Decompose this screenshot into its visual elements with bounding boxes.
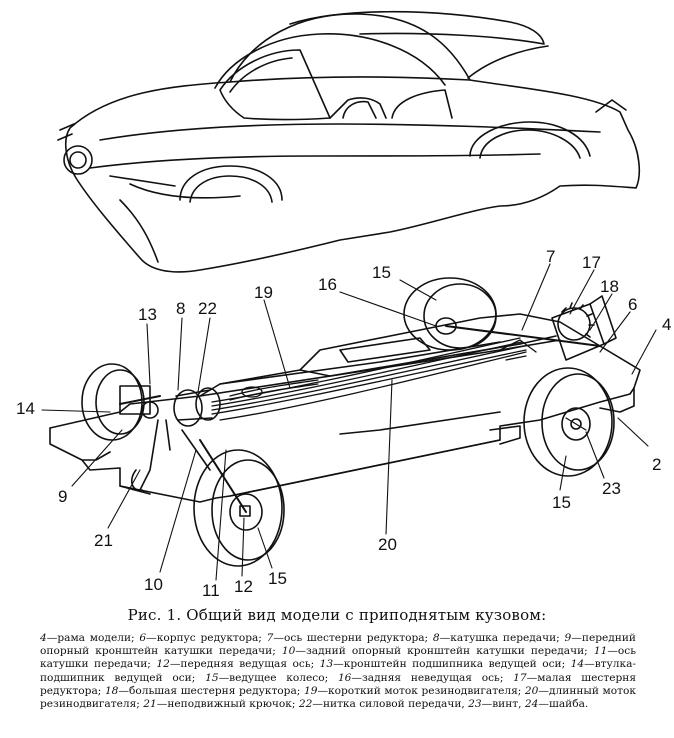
legend-item: 7—ось шестерни редуктора; [267,632,433,644]
label-16: 16 [318,275,337,294]
model-figure: 13 8 22 19 16 15 7 17 18 6 4 14 9 21 10 … [16,10,671,600]
legend-text: —ось шестерни редуктора; [273,632,433,644]
legend-text: —кронштейн подшипника ведущей оси; [333,658,571,671]
legend-item: 18—большая шестерня редуктора; [105,685,304,697]
legend-text: —нитка силовой передачи, [312,698,469,711]
label-6: 6 [628,295,637,314]
wheel-front-left [193,449,285,567]
legend-item: 22—нитка силовой передачи, [299,698,468,710]
rubber-motor [211,337,537,421]
label-10: 10 [144,575,163,594]
legend-item: 9—передний опорный кронштейн катушки пер… [40,632,636,657]
gearbox [519,295,617,361]
label-15-rear: 15 [372,263,391,282]
label-4: 4 [662,315,671,334]
legend-number: 23 [468,698,482,711]
legend-text: —длинный моток резинодвигателя; [40,684,637,711]
legend-number: 22 [298,698,313,711]
label-22: 22 [198,299,217,318]
legend-text: —задняя неведущая ось; [351,671,514,684]
wheel-front-right [523,367,615,477]
label-7: 7 [546,247,555,266]
legend-text: —катушка передачи; [439,632,565,644]
legend-item: 19—короткий моток резинодвигателя; [304,685,525,697]
legend-text: —неподвижный крючок; [156,698,299,711]
legend-number: 18 [104,684,119,697]
legend-text: —задний опорный кронштейн катушки переда… [295,645,594,658]
part-labels: 13 8 22 19 16 15 7 17 18 6 4 14 9 21 10 … [16,247,671,600]
legend-item: 15—ведущее колесо; [205,672,338,684]
legend-text: —короткий моток резинодвигателя; [317,684,525,697]
legend-text: —передняя ведущая ось; [169,658,320,671]
wheel-rear-left [81,363,145,441]
legend-item: 17—малая шестерня редуктора; [40,672,636,697]
legend-number: 8 [432,632,440,644]
legend-item: 16—задняя неведущая ось; [338,672,513,684]
label-21: 21 [94,531,113,550]
legend-item: 23—винт, [468,698,525,710]
legend-item: 10—задний опорный кронштейн катушки пере… [282,645,594,657]
figure-legend: 4—рама модели; 6—корпус редуктора; 7—ось… [40,632,636,711]
legend-text: —передний опорный кронштейн катушки пере… [40,632,636,658]
wheel-rear-right [403,277,497,351]
spool-assembly [119,385,221,491]
legend-item: 21—неподвижный крючок; [143,698,299,710]
legend-number: 15 [205,671,219,684]
legend-text: —ведущее колесо; [218,671,338,684]
legend-text: —винт, [481,698,525,711]
legend-number: 19 [303,684,318,697]
legend-text: —рама модели; [46,632,140,644]
legend-number: 6 [139,632,147,644]
label-2: 2 [652,455,661,474]
label-8: 8 [176,299,185,318]
legend-number: 10 [281,645,296,658]
label-13: 13 [138,305,157,324]
legend-text: —малая шестерня редуктора; [40,671,637,697]
leader-lines [41,263,657,581]
legend-number: 16 [337,671,352,684]
legend-number: 13 [319,658,334,671]
legend-item: 20—длинный моток резинодвигателя; [40,685,636,710]
legend-text: —ось катушки передачи; [40,645,636,671]
label-18: 18 [600,277,619,296]
legend-item: 24—шайба. [525,698,588,710]
legend-number: 11 [593,645,608,658]
legend-number: 21 [143,698,157,711]
legend-number: 4 [40,632,47,644]
legend-number: 9 [564,632,572,644]
figure-caption: Рис. 1. Общий вид модели с приподнятым к… [127,606,547,624]
legend-item: 11—ось катушки передачи; [40,645,636,670]
legend-item: 8—катушка передачи; [433,632,565,644]
label-20: 20 [378,535,397,554]
legend-number: 12 [156,658,170,671]
legend-number: 17 [513,671,527,684]
label-19: 19 [254,283,273,302]
legend-item: 4—рама модели; [40,632,139,644]
label-15-front-left: 15 [268,569,287,588]
legend-item: 6—корпус редуктора; [139,632,266,644]
legend-number: 20 [524,684,539,697]
legend-item: 14—втулка-подшипник ведущей оси; [40,658,636,683]
label-11: 11 [202,581,220,600]
label-23: 23 [602,479,621,498]
hook [130,469,143,491]
legend-text: —большая шестерня редуктора; [118,684,304,697]
car-body [57,10,641,273]
label-14: 14 [16,399,35,418]
legend-item: 13—кронштейн подшипника ведущей оси; [320,658,571,670]
legend-number: 7 [266,632,274,644]
legend-text: —втулка-подшипник ведущей оси; [40,658,637,684]
legend-text: —шайба. [538,698,589,711]
label-9: 9 [58,487,67,506]
legend-number: 14 [570,658,585,671]
legend-number: 24 [524,698,539,711]
legend-text: —корпус редуктора; [146,632,267,644]
legend-item: 12—передняя ведущая ось; [156,658,319,670]
label-15-front-right: 15 [552,493,571,512]
label-17: 17 [582,253,601,272]
label-12: 12 [234,577,253,596]
